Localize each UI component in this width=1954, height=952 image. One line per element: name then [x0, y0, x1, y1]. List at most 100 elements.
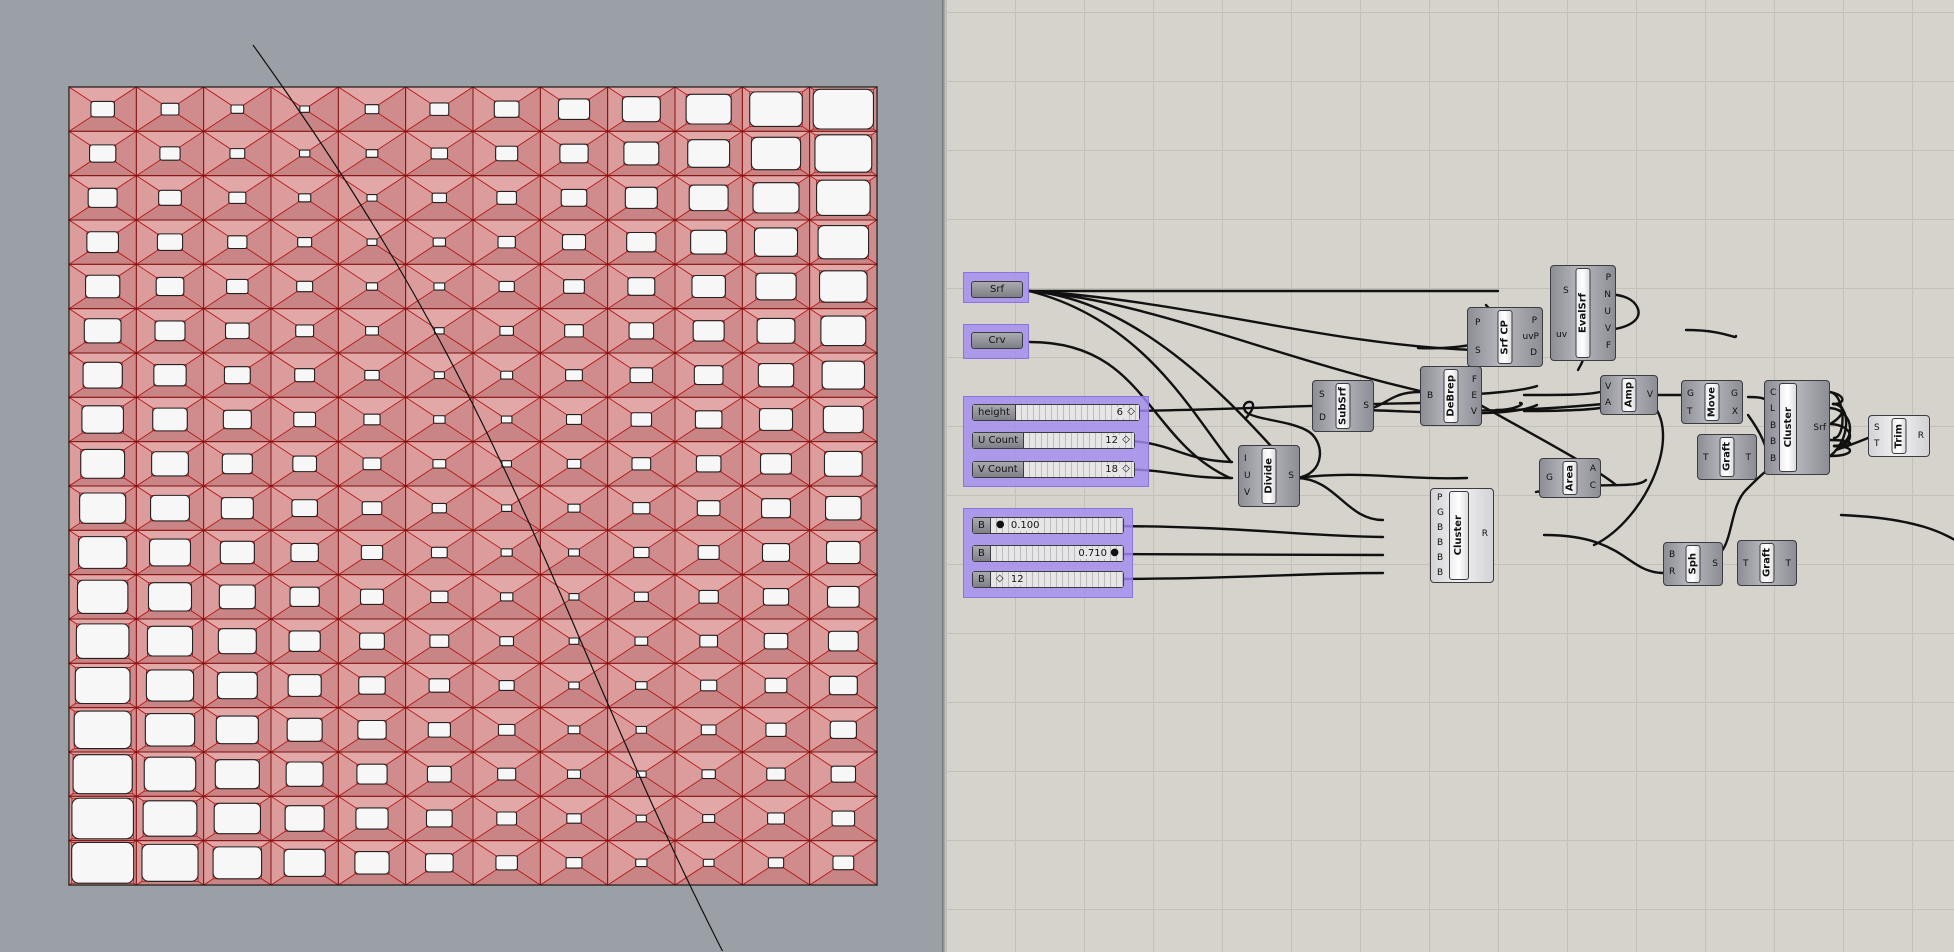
output-port[interactable]: G: [1731, 389, 1738, 399]
input-port[interactable]: S: [1319, 390, 1325, 400]
input-port[interactable]: I: [1244, 454, 1247, 464]
slider-knob-icon[interactable]: ●: [1110, 547, 1119, 558]
output-port[interactable]: D: [1530, 348, 1537, 358]
input-port[interactable]: P: [1475, 318, 1481, 328]
evalsrf-component[interactable]: EvalSrf S P N U V F: [1550, 265, 1616, 361]
input-port[interactable]: G: [1437, 508, 1444, 518]
subsrf-component[interactable]: SubSrf S D S: [1312, 380, 1374, 432]
b-slider-2[interactable]: B 0.710●: [972, 545, 1124, 562]
crv-param[interactable]: Crv: [971, 332, 1023, 349]
output-port[interactable]: F: [1471, 375, 1477, 385]
input-port[interactable]: S: [1475, 346, 1481, 356]
input-port[interactable]: B: [1437, 523, 1444, 533]
b-slider-1[interactable]: B ●0.100: [972, 517, 1124, 534]
amp-component[interactable]: Amp V A V: [1600, 375, 1658, 415]
output-port[interactable]: A: [1589, 464, 1596, 474]
input-port[interactable]: T: [1743, 559, 1749, 569]
panel-hole: [215, 715, 259, 745]
panel-hole: [500, 415, 513, 424]
b-slider-3[interactable]: B ◇12: [972, 571, 1124, 588]
graft-component-2[interactable]: Graft T T: [1737, 540, 1797, 586]
output-port[interactable]: C: [1589, 481, 1596, 491]
v-count-slider[interactable]: V Count 18◇: [972, 461, 1135, 478]
panel-cell: [740, 618, 812, 665]
input-port[interactable]: A: [1605, 398, 1612, 408]
output-port[interactable]: Srf: [1813, 423, 1826, 433]
input-port[interactable]: B: [1669, 550, 1676, 560]
output-port[interactable]: V: [1646, 390, 1653, 400]
cluster-component-main[interactable]: Cluster C L B B B Srf: [1764, 380, 1830, 475]
output-port[interactable]: E: [1471, 391, 1477, 401]
input-port[interactable]: B: [1437, 568, 1444, 578]
output-port[interactable]: S: [1712, 559, 1718, 569]
panel-cell: [471, 352, 542, 399]
slider-knob-icon[interactable]: ◇: [1127, 406, 1135, 417]
input-port[interactable]: C: [1770, 388, 1777, 398]
slider-knob-icon[interactable]: ◇: [995, 573, 1004, 584]
evalsrf-uv-port[interactable]: uv: [1556, 330, 1568, 340]
output-port[interactable]: T: [1745, 453, 1752, 463]
input-port[interactable]: T: [1687, 407, 1693, 417]
slider-knob-icon[interactable]: ◇: [1122, 463, 1130, 474]
input-port[interactable]: V: [1605, 382, 1612, 392]
panel-cell: [67, 396, 138, 443]
output-port[interactable]: F: [1605, 341, 1611, 351]
input-port[interactable]: R: [1669, 567, 1676, 577]
output-port[interactable]: P: [1531, 316, 1537, 326]
u-count-slider[interactable]: U Count 12◇: [972, 432, 1135, 449]
output-port[interactable]: R: [1481, 529, 1488, 539]
divide-component[interactable]: Divide I U V S: [1238, 445, 1300, 507]
height-slider[interactable]: height 6◇: [972, 404, 1140, 421]
srfcp-component[interactable]: Srf CP P S P uvP D: [1467, 307, 1543, 367]
input-port[interactable]: G: [1546, 473, 1553, 483]
output-port[interactable]: uvP: [1522, 332, 1539, 342]
panel-cell: [740, 529, 812, 576]
pane-splitter[interactable]: [942, 0, 946, 952]
sph-component[interactable]: Sph B R S: [1663, 542, 1723, 586]
graft-component-1[interactable]: Graft T T: [1697, 434, 1757, 480]
input-port[interactable]: B: [1427, 391, 1434, 401]
input-port[interactable]: B: [1437, 538, 1444, 548]
input-port[interactable]: T: [1874, 439, 1880, 449]
grasshopper-canvas[interactable]: Srf Crv height 6◇ U Count 12◇ V Count 18…: [946, 0, 1954, 952]
input-port[interactable]: B: [1770, 437, 1777, 447]
area-component[interactable]: Area G A C: [1539, 458, 1601, 498]
input-port[interactable]: B: [1770, 454, 1777, 464]
panel-hole: [364, 104, 380, 115]
input-port[interactable]: L: [1770, 404, 1776, 414]
panel-cell: [740, 662, 812, 709]
input-port[interactable]: V: [1244, 488, 1251, 498]
output-port[interactable]: P: [1605, 273, 1611, 283]
trim-component[interactable]: Trim S T R: [1868, 415, 1930, 457]
input-port[interactable]: S: [1563, 286, 1569, 296]
debrep-component[interactable]: DeBrep B F E V: [1420, 366, 1482, 426]
output-port[interactable]: S: [1288, 471, 1294, 481]
panel-hole: [160, 102, 180, 116]
input-port[interactable]: D: [1319, 413, 1326, 423]
input-port[interactable]: T: [1703, 453, 1709, 463]
output-port[interactable]: S: [1363, 401, 1369, 411]
rhino-viewport[interactable]: [0, 0, 942, 952]
input-port[interactable]: G: [1687, 389, 1694, 399]
panel-hole: [495, 145, 519, 162]
slider-knob-icon[interactable]: ●: [995, 519, 1005, 530]
output-port[interactable]: N: [1604, 290, 1611, 300]
input-port[interactable]: B: [1770, 421, 1777, 431]
output-port[interactable]: U: [1604, 307, 1611, 317]
cluster-component-sub[interactable]: Cluster P G B B B B R: [1430, 488, 1494, 583]
output-port[interactable]: X: [1731, 407, 1738, 417]
input-port[interactable]: P: [1437, 493, 1443, 503]
amp-title: Amp: [1623, 382, 1635, 408]
input-port[interactable]: U: [1244, 471, 1251, 481]
input-port[interactable]: B: [1437, 553, 1444, 563]
v-count-slider-label: V Count: [973, 462, 1024, 477]
input-port[interactable]: S: [1874, 423, 1880, 433]
move-component[interactable]: Move G T G X: [1681, 380, 1743, 424]
srf-param[interactable]: Srf: [971, 281, 1023, 298]
slider-knob-icon[interactable]: ◇: [1122, 434, 1130, 445]
output-port[interactable]: R: [1917, 431, 1924, 441]
output-port[interactable]: V: [1604, 324, 1611, 334]
output-port[interactable]: V: [1470, 407, 1477, 417]
panel-cell: [808, 573, 879, 620]
output-port[interactable]: T: [1785, 559, 1792, 569]
